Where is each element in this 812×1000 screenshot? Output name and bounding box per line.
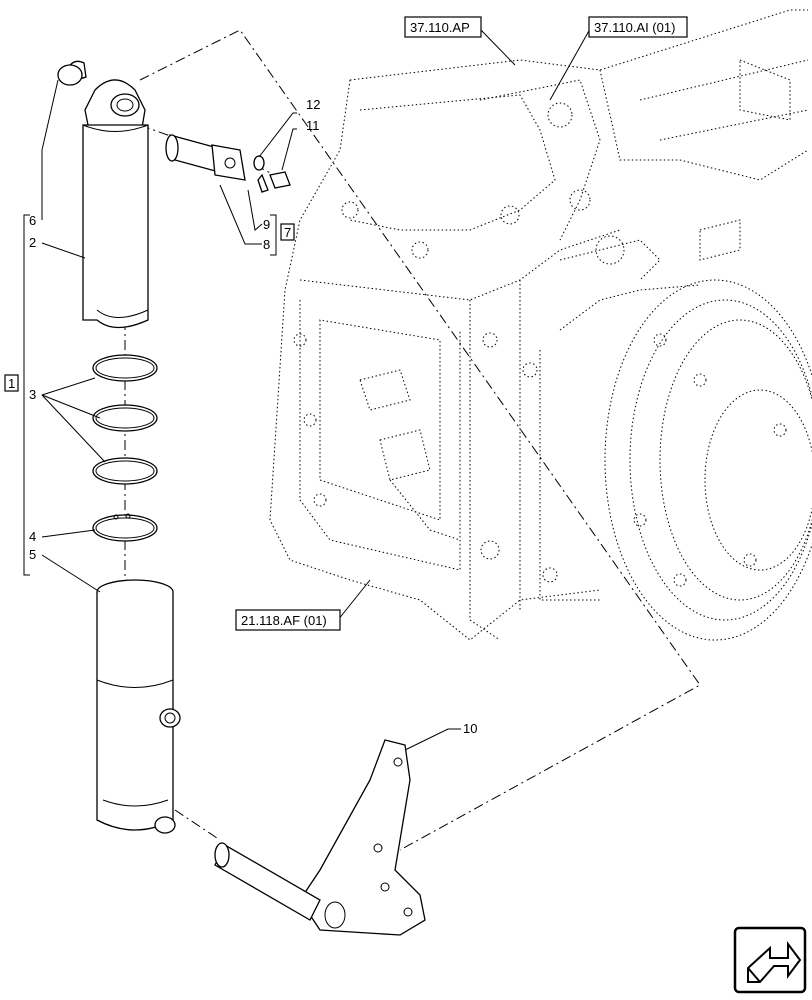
callout-4: 4 [29, 529, 36, 544]
svg-text:37.110.AP: 37.110.AP [410, 20, 470, 35]
svg-text:21.118.AF (01): 21.118.AF (01) [241, 613, 327, 628]
cylinder-rod-assembly [57, 60, 149, 329]
callout-5: 5 [29, 547, 36, 562]
callout-2: 2 [29, 235, 36, 250]
cylinder-barrel [96, 579, 181, 834]
next-page-arrow-icon[interactable] [733, 926, 807, 994]
callout-1: 1 [8, 376, 15, 391]
callout-8: 8 [263, 237, 270, 252]
reference-link-21-118-af[interactable]: 21.118.AF (01) [235, 609, 341, 631]
callout-1-box [4, 374, 19, 392]
transmission-housing [269, 9, 812, 641]
callout-11: 11 [306, 118, 320, 133]
callout-3: 3 [29, 387, 36, 402]
pivot-pin-assembly [165, 134, 291, 193]
reference-link-37-110-ai[interactable]: 37.110.AI (01) [588, 16, 688, 38]
svg-text:37.110.AI (01): 37.110.AI (01) [594, 20, 675, 35]
reference-link-37-110-ap[interactable]: 37.110.AP [404, 16, 482, 38]
callout-12: 12 [306, 97, 320, 112]
callout-9: 9 [263, 217, 270, 232]
mounting-bracket [214, 739, 426, 936]
callout-numbers: 12 11 6 2 9 8 7 1 3 4 5 10 [4, 97, 477, 736]
callout-6: 6 [29, 213, 36, 228]
leader-lines [41, 28, 591, 751]
ring-set [92, 354, 158, 542]
callout-10: 10 [463, 721, 477, 736]
callout-7: 7 [284, 225, 291, 240]
callout-7-box [280, 223, 295, 241]
group-bracket-left [23, 214, 277, 576]
